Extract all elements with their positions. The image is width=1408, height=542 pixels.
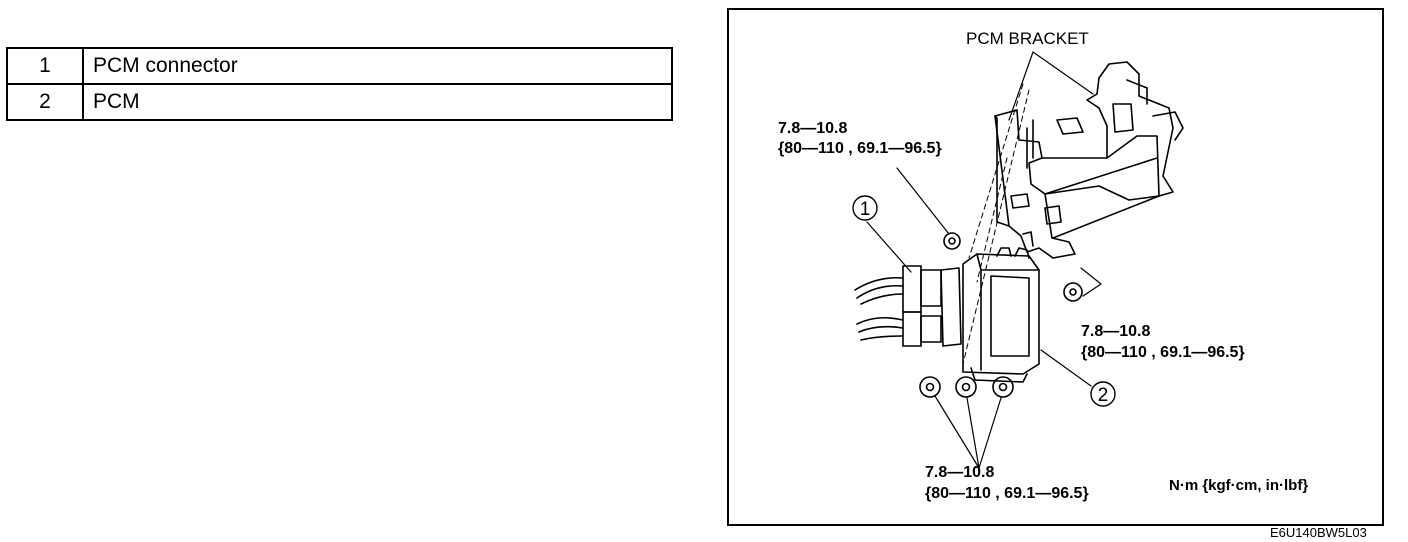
torque-units-note: N·m {kgf·cm, in·lbf}: [1169, 477, 1309, 494]
pcm-bracket: [994, 61, 1184, 259]
callout-2: 2: [1098, 385, 1109, 406]
torque-upper-value: 7.8—10.8: [778, 120, 848, 137]
pcm-unit: [940, 247, 1040, 383]
legend-row: 2 PCM: [6, 83, 673, 121]
pcm-connector: [854, 265, 942, 347]
pcm-bracket-label: PCM BRACKET: [966, 29, 1089, 48]
illustration-frame: [727, 8, 1384, 526]
legend-number: 1: [6, 47, 84, 85]
pcm-installation-illustration: 1 2: [852, 51, 1184, 469]
torque-right-alt-units: {80—110 , 69.1—96.5}: [1081, 344, 1245, 361]
torque-bottom-value: 7.8—10.8: [925, 464, 995, 481]
callout-1: 1: [860, 199, 871, 220]
callout-circles: [852, 195, 1116, 407]
legend-number: 2: [6, 83, 84, 121]
parts-legend-table: 1 PCM connector 2 PCM: [6, 47, 673, 121]
torque-bottom-alt-units: {80—110 , 69.1—96.5}: [925, 485, 1089, 502]
legend-row: 1 PCM connector: [6, 47, 673, 85]
torque-right-value: 7.8—10.8: [1081, 323, 1151, 340]
legend-part-name: PCM: [82, 83, 673, 121]
mounting-nuts: [919, 232, 1083, 398]
alignment-dashes: [962, 83, 1030, 365]
leader-lines: [866, 51, 1102, 469]
torque-upper-alt-units: {80—110 , 69.1—96.5}: [778, 140, 942, 157]
legend-part-name: PCM connector: [82, 47, 673, 85]
figure-code: E6U140BW5L03: [1270, 525, 1367, 540]
